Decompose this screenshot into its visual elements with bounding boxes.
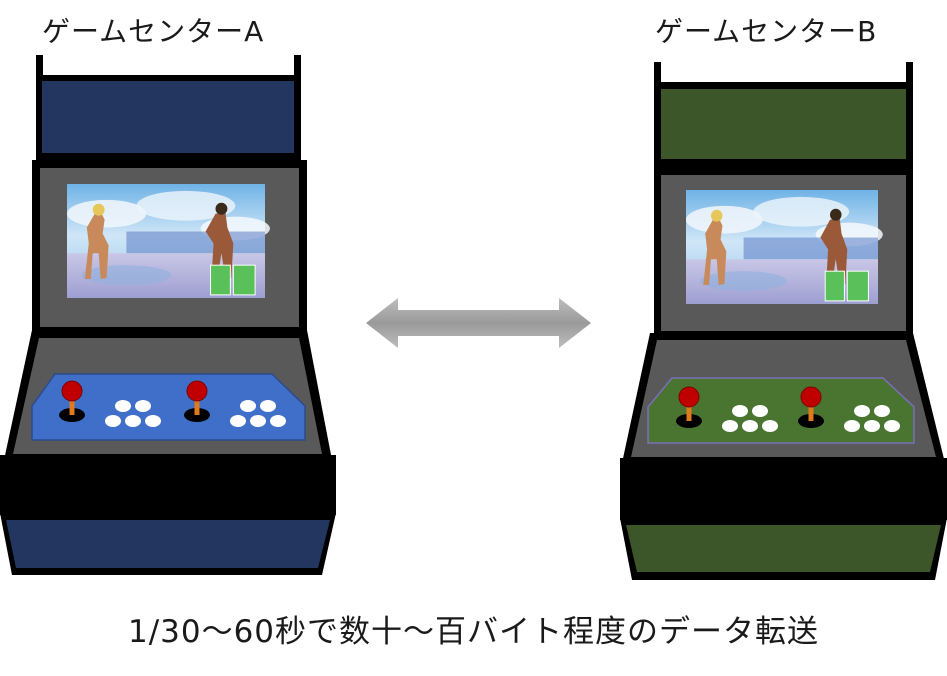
cabinet-a-marquee (42, 81, 294, 153)
cabinet-b-base (626, 525, 941, 572)
double-arrow-icon (366, 298, 591, 348)
button-cluster-icon (844, 405, 900, 432)
button-cluster-icon (722, 405, 778, 432)
cabinet-a (0, 55, 336, 575)
joystick-icon (59, 380, 85, 422)
cabinet-b-ledge (620, 458, 947, 520)
cabinet-a-game-screen (66, 183, 271, 299)
cabinet-b-marquee (661, 89, 906, 159)
cabinet-a-base (6, 520, 330, 568)
cabinet-b-game-screen (685, 189, 884, 305)
cabinet-a-label: ゲームセンターA (42, 15, 265, 48)
cabinet-a-ledge (0, 455, 336, 515)
cabinet-b (620, 62, 947, 580)
joystick-icon (676, 386, 702, 428)
joystick-icon (798, 386, 824, 428)
button-cluster-icon (105, 400, 161, 427)
caption: 1/30〜60秒で数十〜百バイト程度のデータ転送 (127, 614, 820, 650)
joystick-icon (184, 380, 210, 422)
cabinet-b-label: ゲームセンターB (655, 15, 878, 48)
button-cluster-icon (230, 400, 286, 427)
